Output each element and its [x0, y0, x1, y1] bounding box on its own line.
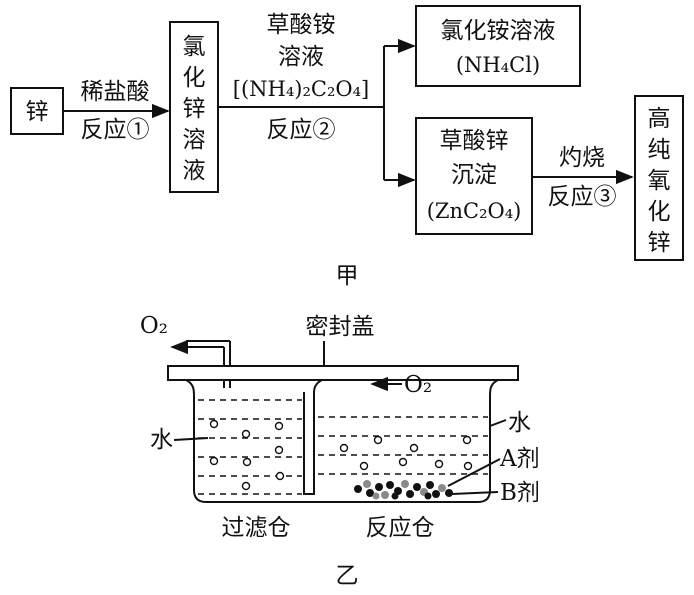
reagent-a-leader	[447, 458, 501, 487]
ammonium-chloride-box	[415, 5, 581, 87]
caption-jia: 甲	[336, 263, 359, 289]
zno-char: 锌	[648, 230, 671, 256]
water-left-label: 水	[150, 427, 173, 453]
zno-char: 化	[648, 199, 671, 225]
step3-label: 灼烧	[559, 145, 605, 171]
filter-water-surface	[198, 399, 302, 495]
o2-out-label: O₂	[140, 313, 168, 339]
nh4cl-formula: (NH₄Cl)	[456, 53, 540, 77]
zno-char: 高	[648, 106, 671, 132]
flowchart-jia: 锌 稀盐酸 反应① 氯 化 锌 溶 液 草酸铵 溶液 [(NH₄)₂C₂O₄] …	[10, 5, 684, 289]
reaction1-label: 反应①	[81, 117, 150, 143]
reagent-b-leader	[451, 491, 499, 495]
filter-bubbles	[209, 419, 285, 491]
zncl2-char: 溶	[183, 127, 206, 153]
zno-char: 纯	[648, 137, 671, 163]
zinc-oxide-label: 高 纯 氧 化 锌	[648, 106, 671, 256]
nh4cl-name: 氯化铵溶液	[441, 18, 556, 44]
water-right-leader	[489, 419, 507, 427]
zinc-oxide-box	[634, 95, 684, 261]
o2-flow-label: O₂	[404, 372, 432, 398]
reaction-chamber-label: 反应仓	[366, 515, 435, 541]
reaction-bubbles	[339, 435, 473, 471]
filter-chamber-label: 过滤仓	[222, 515, 291, 541]
zncl2-char: 氯	[183, 34, 206, 60]
zinc-box	[10, 87, 64, 135]
partition-wall	[303, 379, 323, 495]
caption-yi: 乙	[336, 563, 359, 589]
precipitate-line1: 草酸锌	[440, 128, 509, 154]
reaction2-label: 反应②	[267, 117, 336, 143]
zncl2-char: 锌	[183, 96, 206, 122]
zinc-chloride-label: 氯 化 锌 溶 液	[183, 34, 206, 184]
precipitate-line2: 沉淀	[451, 162, 497, 188]
reagent2-line2: 溶液	[278, 44, 324, 70]
precipitate-formula: (ZnC₂O₄)	[427, 199, 522, 223]
lid-label: 密封盖	[306, 314, 375, 340]
reagent-b-label: B剂	[500, 480, 540, 506]
zno-char: 氧	[648, 168, 671, 194]
zncl2-char: 液	[183, 158, 206, 184]
reagent2-formula: [(NH₄)₂C₂O₄]	[233, 77, 369, 101]
zinc-label: 锌	[26, 99, 49, 125]
reagent-a-label: A剂	[499, 446, 540, 472]
container-body	[185, 379, 499, 503]
sealed-lid	[167, 365, 519, 381]
reagent1-label: 稀盐酸	[81, 79, 150, 105]
reagent2-line1: 草酸铵	[267, 12, 336, 38]
zinc-chloride-box	[169, 21, 219, 193]
water-right-label: 水	[508, 410, 531, 436]
reaction3-label: 反应③	[548, 184, 617, 210]
water-left-leader	[173, 437, 209, 441]
reagent-particles	[354, 480, 453, 500]
apparatus-yi: O₂ 密封盖 O₂	[140, 313, 540, 589]
zncl2-char: 化	[183, 65, 206, 91]
